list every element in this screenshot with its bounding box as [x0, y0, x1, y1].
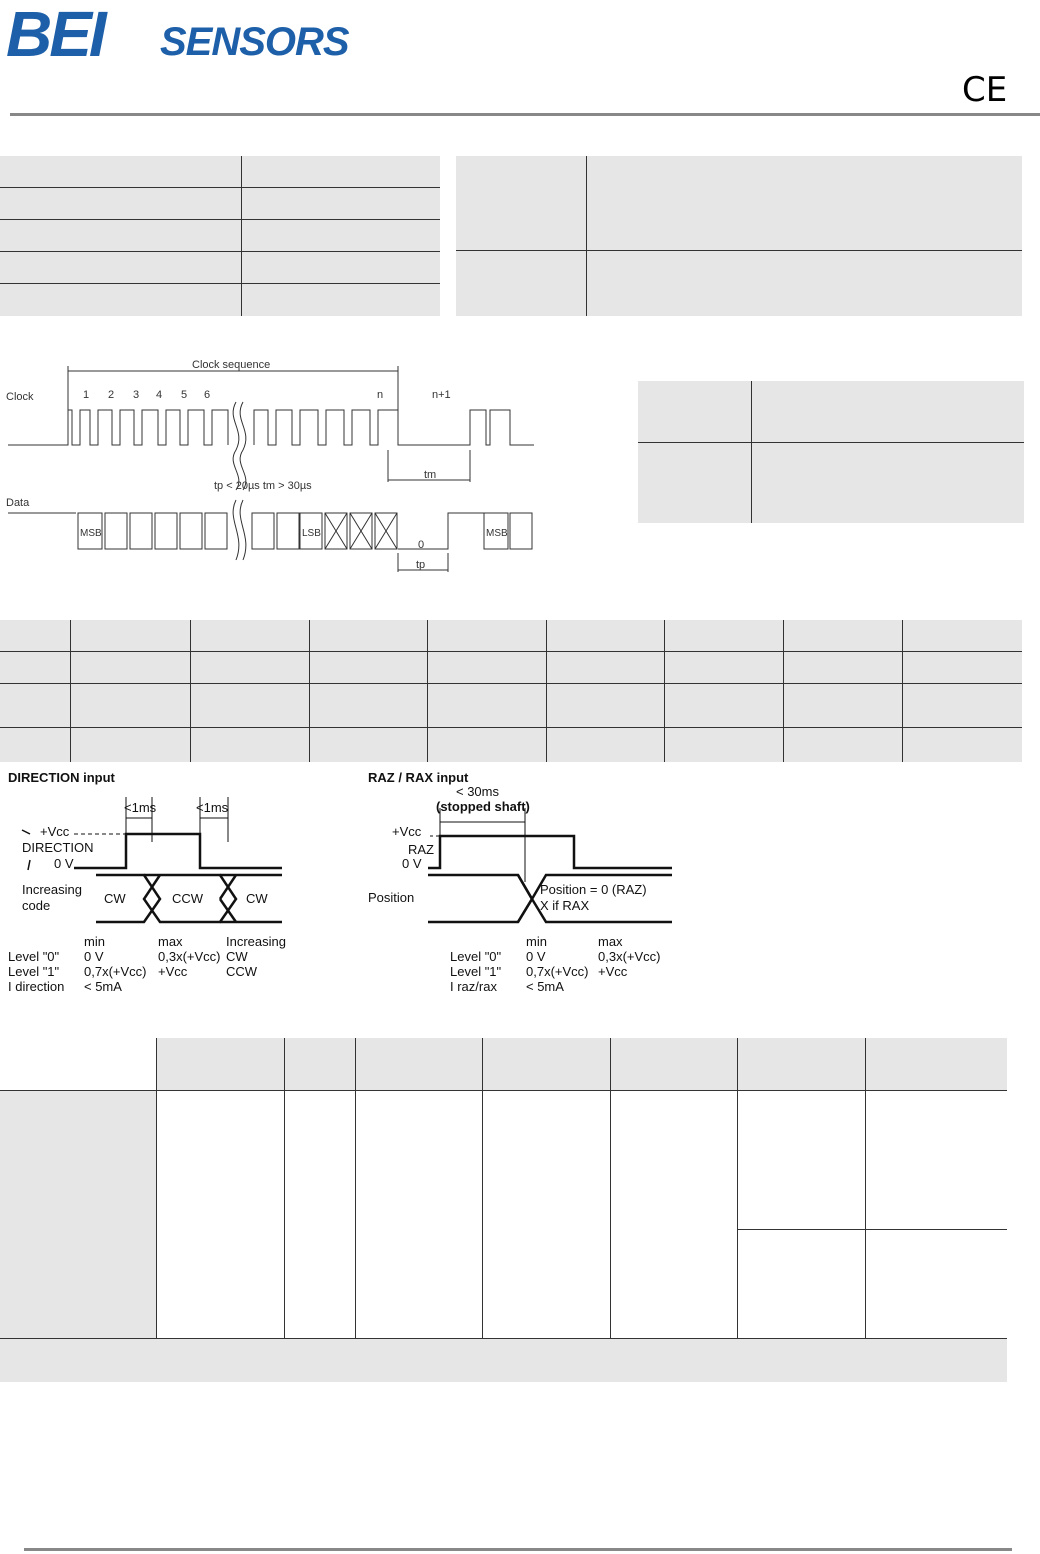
direction-label: DIRECTION: [22, 840, 94, 855]
raz-input-diagram: RAZ / RAX input < 30ms (stopped shaft) +…: [368, 770, 672, 994]
iraz-value: < 5mA: [526, 979, 564, 994]
lt1ms-b: <1ms: [196, 800, 229, 815]
idir-value: < 5mA: [84, 979, 122, 994]
lt1ms-a: <1ms: [124, 800, 157, 815]
cw-label-1: CW: [104, 891, 126, 906]
vcc-label: +Vcc: [40, 824, 70, 839]
position-line1: Position = 0 (RAZ): [540, 882, 647, 897]
ordering-table: [0, 1038, 1007, 1382]
raz-level1-label: Level "1": [450, 964, 502, 979]
pulse-6: 6: [204, 389, 210, 401]
pulse-1: 1: [83, 389, 89, 401]
logo-sensors: SENSORS: [160, 20, 350, 64]
logo-bei: BEI: [6, 0, 107, 70]
raz-level0-max: 0,3x(+Vcc): [598, 949, 661, 964]
level0-dir: CW: [226, 949, 248, 964]
col-increasing: Increasing: [226, 934, 286, 949]
clock-sequence-label: Clock sequence: [192, 359, 270, 371]
header-rule: [10, 113, 1040, 116]
position-label: Position: [368, 890, 414, 905]
ccw-label: CCW: [172, 891, 204, 906]
position-line2: X if RAX: [540, 898, 589, 913]
zero-label: 0: [418, 539, 424, 551]
timing-note: tp < 20µs tm > 30µs: [214, 480, 312, 492]
raz-title: RAZ / RAX input: [368, 770, 469, 785]
level1-dir: CCW: [226, 964, 258, 979]
raz-col-min: min: [526, 934, 547, 949]
level1-max: +Vcc: [158, 964, 188, 979]
raz-level0-min: 0 V: [526, 949, 546, 964]
pulse-5: 5: [181, 389, 187, 401]
pulse-n-plus-1: n+1: [432, 389, 451, 401]
raz-zero-v-label: 0 V: [402, 856, 422, 871]
data-label: Data: [6, 497, 30, 509]
pulse-2: 2: [108, 389, 114, 401]
tm-label: tm: [424, 469, 436, 481]
col-min: min: [84, 934, 105, 949]
stopped-shaft-label: (stopped shaft): [436, 799, 530, 814]
tp-label: tp: [416, 559, 425, 571]
msb-label: MSB: [80, 528, 102, 539]
msb-label-2: MSB: [486, 528, 508, 539]
iraz-label: I raz/rax: [450, 979, 497, 994]
spec-table-left: [0, 156, 440, 316]
lt30ms-label: < 30ms: [456, 784, 499, 799]
zero-v-label: 0 V: [54, 856, 74, 871]
pulse-4: 4: [156, 389, 162, 401]
idir-label: I direction: [8, 979, 64, 994]
direction-input-diagram: DIRECTION input <1ms <1ms +Vcc DIRECTION…: [8, 770, 286, 994]
raz-level0-label: Level "0": [450, 949, 502, 964]
pulse-3: 3: [133, 389, 139, 401]
raz-col-max: max: [598, 934, 623, 949]
col-max: max: [158, 934, 183, 949]
pulse-n: n: [377, 389, 383, 401]
ssi-spec-table: [638, 381, 1024, 523]
connection-table: [0, 620, 1022, 762]
ordering-table-row-header: [0, 1091, 156, 1339]
level1-min: 0,7x(+Vcc): [84, 964, 147, 979]
raz-label: RAZ: [408, 842, 434, 857]
clock-label: Clock: [6, 391, 34, 403]
direction-title: DIRECTION input: [8, 770, 116, 785]
ce-mark: CE: [962, 70, 1008, 110]
level0-label: Level "0": [8, 949, 60, 964]
footer-rule: [24, 1548, 1012, 1551]
level1-label: Level "1": [8, 964, 60, 979]
ordering-table-footer: [0, 1339, 1007, 1382]
raz-level1-min: 0,7x(+Vcc): [526, 964, 589, 979]
lsb-label: LSB: [302, 528, 321, 539]
raz-vcc-label: +Vcc: [392, 824, 422, 839]
increasing-label: Increasing: [22, 882, 82, 897]
level0-max: 0,3x(+Vcc): [158, 949, 221, 964]
cw-label-2: CW: [246, 891, 268, 906]
raz-level1-max: +Vcc: [598, 964, 628, 979]
level0-min: 0 V: [84, 949, 104, 964]
ssi-timing-diagram: Clock sequence Clock 1 2 3 4 5 6 n n+1 t…: [6, 359, 534, 572]
code-label: code: [22, 898, 50, 913]
spec-table-right: [456, 156, 1022, 316]
